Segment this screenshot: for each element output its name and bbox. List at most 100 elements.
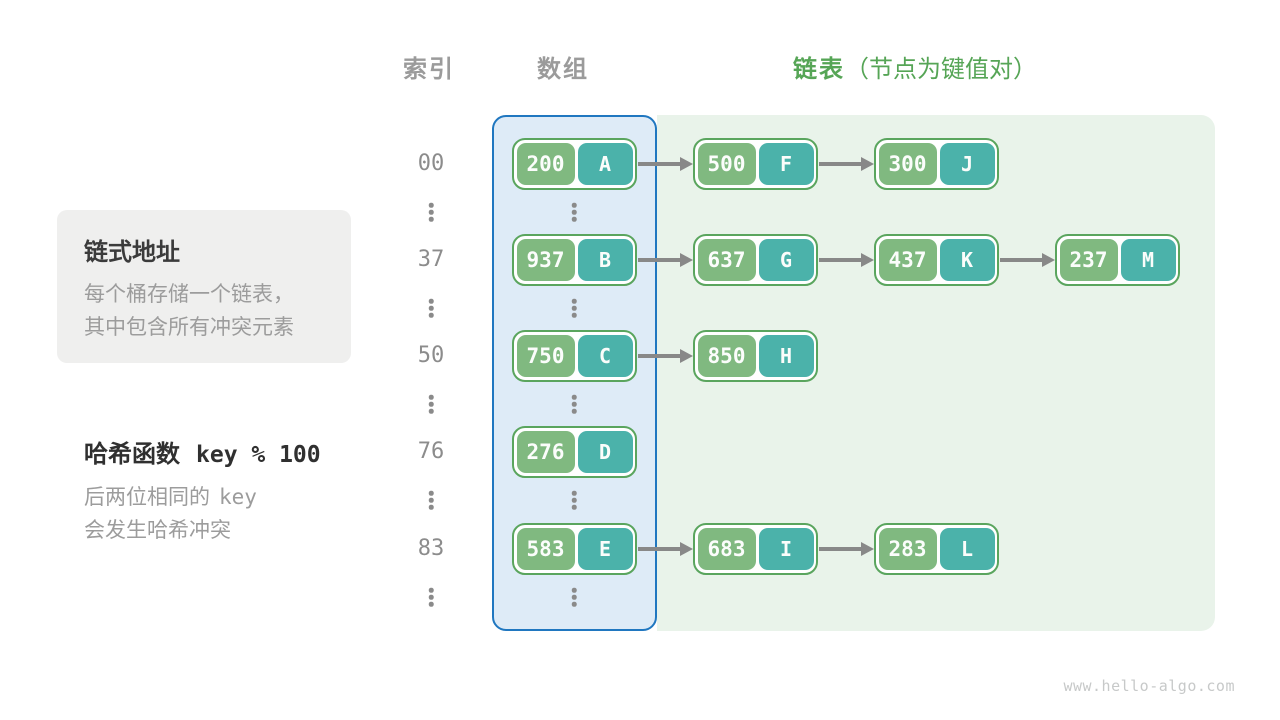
node-key: 937 (516, 239, 575, 281)
node-key: 437 (878, 239, 937, 281)
node-value: H (758, 335, 814, 377)
arrow-icon (818, 234, 874, 286)
hash-note-line1: 后两位相同的 key (84, 481, 321, 514)
ellipsis-dot (571, 209, 577, 215)
ellipsis-dot (571, 312, 577, 318)
ellipsis-dot (571, 394, 577, 400)
ellipsis-dots (571, 202, 577, 222)
hash-function-formula: key % 100 (196, 442, 321, 468)
concept-card: 链式地址 每个桶存储一个链表， 其中包含所有冲突元素 (57, 210, 351, 363)
ellipsis-dot (428, 401, 434, 407)
hash-function-label: 哈希函数 (84, 441, 180, 468)
ellipsis-dot (428, 202, 434, 208)
node-value: G (758, 239, 814, 281)
node-value: J (939, 143, 995, 185)
ellipsis-dot (571, 408, 577, 414)
node-value: B (577, 239, 633, 281)
ellipsis-dot (428, 594, 434, 600)
ellipsis-dot (428, 587, 434, 593)
ellipsis-dots (428, 587, 434, 607)
ellipsis-dots (428, 490, 434, 510)
hash-note-line1-key: key (219, 485, 257, 509)
arrow-icon (637, 138, 693, 190)
ellipsis-dot (571, 298, 577, 304)
node-key: 583 (516, 528, 575, 570)
arrow-icon (637, 523, 693, 575)
arrow-icon (637, 234, 693, 286)
column-header-index: 索引 (403, 56, 455, 83)
arrow-icon (818, 523, 874, 575)
ellipsis-dot (428, 305, 434, 311)
linked-list-note: （节点为键值对） (845, 56, 1037, 83)
column-header-array: 数组 (537, 56, 589, 83)
ellipsis-dot (428, 209, 434, 215)
node-value: F (758, 143, 814, 185)
node-value: I (758, 528, 814, 570)
ellipsis-dot (428, 490, 434, 496)
bucket-index-label: 37 (417, 247, 445, 272)
bucket-index-label: 83 (417, 536, 445, 561)
ellipsis-dot (428, 497, 434, 503)
ellipsis-dot (428, 394, 434, 400)
hash-note-line2: 会发生哈希冲突 (84, 519, 231, 542)
ellipsis-dot (571, 504, 577, 510)
ellipsis-dot (428, 504, 434, 510)
hash-function-note: 哈希函数 key % 100 后两位相同的 key 会发生哈希冲突 (84, 434, 321, 547)
ellipsis-dot (571, 601, 577, 607)
ellipsis-dot (571, 216, 577, 222)
node-key: 200 (516, 143, 575, 185)
arrow-icon (999, 234, 1055, 286)
ellipsis-dot (571, 401, 577, 407)
node-key: 850 (697, 335, 756, 377)
ellipsis-dot (571, 587, 577, 593)
ellipsis-dot (428, 408, 434, 414)
ellipsis-dots (428, 202, 434, 222)
node-value: K (939, 239, 995, 281)
node-value: A (577, 143, 633, 185)
ellipsis-dot (428, 601, 434, 607)
node-value: C (577, 335, 633, 377)
ellipsis-dot (428, 298, 434, 304)
ellipsis-dot (571, 490, 577, 496)
node-key: 300 (878, 143, 937, 185)
node-key: 683 (697, 528, 756, 570)
hash-function-title-row: 哈希函数 key % 100 (84, 434, 321, 469)
concept-description-line2: 其中包含所有冲突元素 (84, 316, 294, 339)
bucket-index-label: 50 (417, 343, 445, 368)
bucket-index-label: 00 (417, 151, 445, 176)
hash-note-line1-text: 后两位相同的 (84, 486, 210, 509)
node-key: 237 (1059, 239, 1118, 281)
ellipsis-dot (571, 305, 577, 311)
ellipsis-dots (571, 490, 577, 510)
column-header-linked-list: 链表（节点为键值对） (793, 54, 1037, 86)
ellipsis-dot (428, 312, 434, 318)
ellipsis-dot (571, 594, 577, 600)
node-key: 276 (516, 431, 575, 473)
ellipsis-dot (571, 202, 577, 208)
node-key: 637 (697, 239, 756, 281)
arrow-icon (637, 330, 693, 382)
concept-description-line1: 每个桶存储一个链表， (84, 283, 294, 306)
ellipsis-dots (571, 587, 577, 607)
ellipsis-dot (571, 497, 577, 503)
node-value: E (577, 528, 633, 570)
ellipsis-dot (428, 216, 434, 222)
